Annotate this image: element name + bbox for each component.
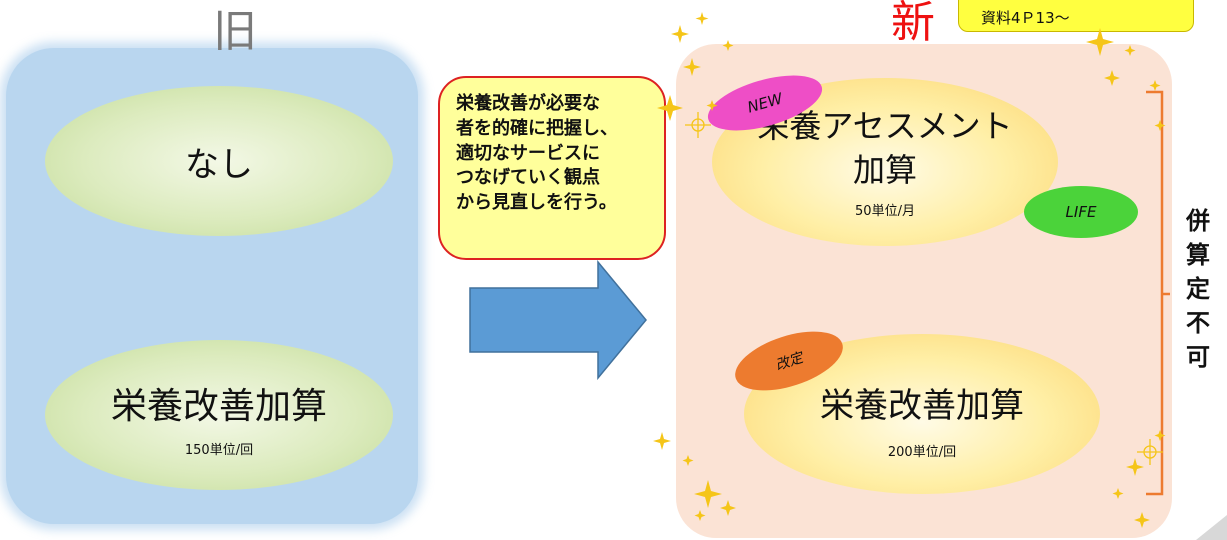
right-bracket-icon [1146,90,1170,496]
new-item-nutrition-assessment-line1: 栄養アセスメント [757,107,1013,146]
new-item-nutrition-improvement-label: 栄養改善加算 [820,386,1024,426]
old-item-nutrition-improvement-unit: 150単位/回 [184,442,254,458]
revision-callout-text: 栄養改善が必要な 者を的確に把握し、 適切なサービスに つなげていく観点 から見… [456,93,618,214]
right-arrow-icon [469,260,647,380]
old-item-nutrition-improvement: 栄養改善加算 150単位/回 [45,340,393,490]
new-item-nutrition-improvement-unit: 200単位/回 [887,445,957,460]
old-item-none: なし [45,86,393,236]
new-title: 新 [891,0,935,48]
revision-callout: 栄養改善が必要な 者を的確に把握し、 適切なサービスに つなげていく観点 から見… [438,76,666,260]
concurrent-not-allowed-label: 併算定不可 [1183,204,1213,374]
page-corner-icon [1196,515,1227,540]
new-item-nutrition-assessment-unit: 50単位/月 [855,203,915,219]
old-title: 旧 [213,6,257,57]
new-item-nutrition-assessment-label: 栄養アセスメント 加算 [757,105,1012,191]
concurrent-not-allowed-char: 可 [1186,343,1210,372]
old-item-none-label: なし [185,144,253,185]
concurrent-not-allowed-char: 併 [1186,207,1210,235]
new-item-nutrition-assessment-line2: 加算 [852,150,917,189]
life-badge: LIFE [1024,186,1138,238]
concurrent-not-allowed-char: 定 [1186,275,1210,304]
concurrent-not-allowed-char: 算 [1186,241,1210,270]
concurrent-not-allowed-char: 不 [1186,309,1210,338]
old-item-nutrition-improvement-label: 栄養改善加算 [110,385,327,427]
reference-note: 資料4Ｐ13～ [958,0,1194,32]
